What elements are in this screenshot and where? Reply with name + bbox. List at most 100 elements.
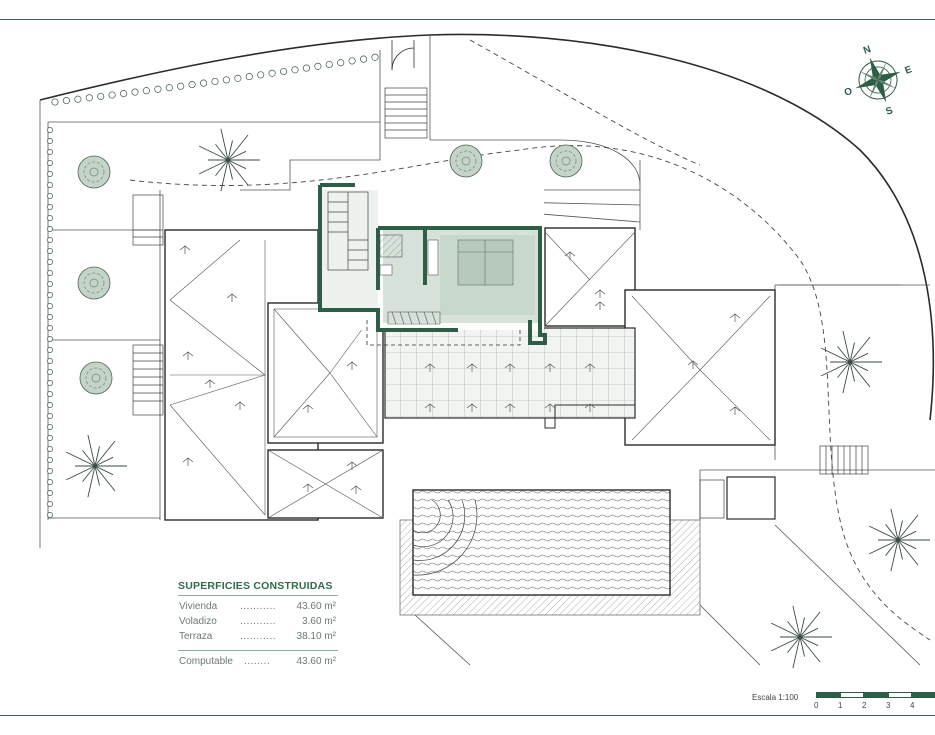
hedge-shrub [85,94,93,102]
hedge-shrub [47,380,53,386]
hedge-shrub [47,347,53,353]
bottom-frame-line [0,715,935,716]
drain-arrow-icon [594,289,606,298]
hedge-shrub [47,226,53,232]
hedge-shrub [47,446,53,452]
drain-arrow-icon [687,360,699,369]
drain-arrow-icon [179,245,191,254]
shrub-icon [79,361,113,395]
drain-arrow-icon [346,361,358,370]
scale-label: Escala 1:100 [752,693,799,702]
area-value: 43.60 m² [296,601,336,612]
hedge-shrub [188,81,196,89]
scale-segment [840,692,864,698]
area-row-voladizo: Voladizo ........... 3.60 m² [178,616,338,631]
area-dots: ........... [240,601,277,612]
scale-tick: 2 [862,701,867,710]
drain-arrow-icon [544,363,556,372]
hedge-left [47,127,53,518]
drain-arrow-icon [584,403,596,412]
hedge-shrub [245,73,253,81]
hedge-shrub [47,424,53,430]
scale-tick: 3 [886,701,891,710]
hedge-shrub [325,60,333,69]
shrub-icon [77,155,111,189]
hedge-shrub [47,127,53,133]
hedge-shrub [348,57,356,65]
area-label: Voladizo [179,616,217,627]
hedge-shrub [47,259,53,265]
hedge-shrub [371,53,379,61]
area-label: Vivienda [179,601,218,612]
hedge-shrub [234,74,242,82]
palm-tree-icon [771,605,832,669]
bathroom-fixtures [379,234,439,276]
setback-dashed-line [129,145,931,641]
hedge-shrub [47,314,53,320]
scale-segment [816,692,840,698]
compass-rose-icon: N E S O [843,44,914,118]
garden-stairs [132,87,869,475]
drain-arrow-icon [182,351,194,360]
pool [399,476,776,616]
drain-arrow-icon [564,251,576,260]
hedge-shrub [47,468,53,474]
palm-trees [66,128,930,669]
area-label: Terraza [179,631,213,642]
area-value: 43.60 m² [296,656,336,667]
drain-arrow-icon [504,363,516,372]
drain-arrow-icon [302,404,314,413]
hedge-shrub [74,95,82,103]
areas-separator [178,650,338,651]
hedge-shrub [47,204,53,210]
palm-tree-icon [821,330,882,394]
hedge-shrub [131,88,139,96]
scale-tick: 1 [838,701,843,710]
terrace [384,327,636,419]
hedge-shrub [302,64,310,72]
hedge-shrub [47,160,53,166]
hedge-shrub [47,292,53,298]
hedge-shrub [211,77,219,86]
hedge-shrub [360,55,368,63]
hedge-shrub [47,402,53,408]
hedge-shrub [47,325,53,331]
shrubs [77,144,583,395]
hedge-shrub [47,149,53,155]
hedge-shrub [47,501,53,507]
drain-arrow-icon [424,363,436,372]
wardrobe [387,311,441,325]
hedge-shrub [51,98,59,106]
area-row-computable: Computable ........ 43.60 m² [178,656,338,671]
scale-tick: 4 [910,701,915,710]
hedge-shrub [314,62,322,70]
built-areas-table: SUPERFICIES CONSTRUIDAS Vivienda .......… [178,580,338,671]
drain-arrow-icon [182,457,194,466]
hedge-shrub [47,413,53,419]
hedge-shrub [154,85,162,93]
bed [457,239,514,286]
overhang-dashed [366,320,521,346]
drain-arrow-icon [350,485,362,494]
drain-arrow-icon [729,313,741,322]
hedge-shrub [47,171,53,177]
hedge [51,53,379,106]
compass-east: E [904,64,914,77]
hedge-shrub [257,71,265,79]
compass-north: N [862,44,873,57]
hedge-shrub [291,66,299,74]
compass-west: O [843,86,854,99]
hedge-shrub [47,193,53,199]
drain-arrow-icon [504,403,516,412]
area-dots: ........... [240,631,277,642]
hedge-shrub [222,76,230,84]
drain-arrow-icon [346,461,358,470]
hedge-shrub [47,303,53,309]
hedge-shrub [47,248,53,254]
area-row-vivienda: Vivienda ........... 43.60 m² [178,601,338,616]
hedge-shrub [268,69,276,77]
hedge-shrub [47,237,53,243]
scale-bar [816,692,935,698]
hedge-shrub [200,79,208,87]
